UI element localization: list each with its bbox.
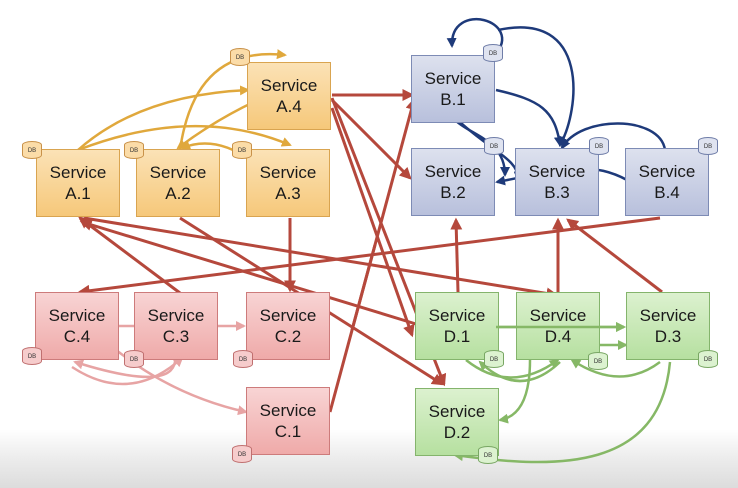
service-d4-title: Service — [529, 306, 587, 325]
service-c3-node[interactable]: Service C.3 — [134, 292, 218, 360]
service-c4-node[interactable]: Service C.4 — [35, 292, 119, 360]
service-a1-node[interactable]: Service A.1 — [36, 149, 120, 217]
service-c1-title: Service — [259, 401, 317, 420]
service-c2-node[interactable]: Service C.2 — [246, 292, 330, 360]
service-b1-db-icon: DB — [483, 44, 503, 62]
service-a3-id: A.3 — [275, 184, 301, 203]
arrow-a1-to-d4 — [83, 216, 559, 300]
arrow-d3-to-b3 — [566, 218, 663, 294]
service-c4-db-icon: DB — [22, 347, 42, 365]
service-a2-db-icon: DB — [124, 141, 144, 159]
arrow-b1-to-b3 — [495, 88, 564, 147]
arrow-b1-self — [446, 17, 504, 56]
service-b1-title: Service — [424, 69, 482, 88]
service-d2-title: Service — [428, 402, 486, 421]
arrow-a1-to-a3 — [77, 124, 292, 152]
service-d1-title: Service — [428, 306, 486, 325]
service-a3-db-icon: DB — [232, 141, 252, 159]
service-b1-node[interactable]: Service B.1 — [411, 55, 495, 123]
service-b4-db-icon: DB — [698, 137, 718, 155]
arrow-d3-to-d4 — [570, 358, 661, 378]
service-a1-id: A.1 — [65, 184, 91, 203]
service-c1-id: C.1 — [274, 422, 302, 441]
service-b2-db-icon: DB — [484, 137, 504, 155]
service-b2-id: B.2 — [440, 183, 466, 202]
arrow-b4-to-b3 — [560, 122, 667, 151]
arrow-b1-loop-b3 — [497, 26, 575, 147]
arrow-a4-to-d1 — [330, 107, 415, 338]
service-b2-title: Service — [424, 162, 482, 181]
service-d3-node[interactable]: Service D.3 — [626, 292, 710, 360]
service-a3-title: Service — [259, 163, 317, 182]
service-b2-node[interactable]: Service B.2 — [411, 148, 495, 216]
arrow-d1-to-d4 — [465, 358, 560, 379]
service-a2-node[interactable]: Service A.2 — [136, 149, 220, 217]
arrow-d4-to-d1 — [478, 360, 561, 383]
service-a3-node[interactable]: Service A.3 — [246, 149, 330, 217]
arrow-b4-to-c4 — [77, 216, 661, 297]
arrow-c4-to-c3 — [71, 356, 184, 386]
service-c2-id: C.2 — [274, 327, 302, 346]
service-c3-title: Service — [147, 306, 205, 325]
service-b3-id: B.3 — [544, 183, 570, 202]
service-b3-node[interactable]: Service B.3 — [515, 148, 599, 216]
service-c2-db-icon: DB — [233, 350, 253, 368]
service-c4-title: Service — [48, 306, 106, 325]
service-a4-id: A.4 — [276, 97, 302, 116]
service-a4-title: Service — [260, 76, 318, 95]
service-c4-id: C.4 — [63, 327, 91, 346]
service-c3-id: C.3 — [162, 327, 190, 346]
service-a4-node[interactable]: Service A.4 — [247, 62, 331, 130]
service-d1-id: D.1 — [443, 327, 471, 346]
service-c1-node[interactable]: Service C.1 — [246, 387, 330, 455]
service-b4-title: Service — [638, 162, 696, 181]
service-d4-id: D.4 — [544, 327, 572, 346]
service-d2-id: D.2 — [443, 423, 471, 442]
service-c2-title: Service — [259, 306, 317, 325]
service-d3-db-icon: DB — [698, 350, 718, 368]
service-b4-node[interactable]: Service B.4 — [625, 148, 709, 216]
service-d4-node[interactable]: Service D.4 — [516, 292, 600, 360]
service-d1-db-icon: DB — [484, 350, 504, 368]
service-d1-node[interactable]: Service D.1 — [415, 292, 499, 360]
service-d4-db-icon: DB — [588, 352, 608, 370]
service-a1-db-icon: DB — [22, 141, 42, 159]
service-a1-title: Service — [49, 163, 107, 182]
arrow-d4-to-d2 — [498, 359, 532, 424]
service-b1-id: B.1 — [440, 90, 466, 109]
service-a2-id: A.2 — [165, 184, 191, 203]
service-b3-db-icon: DB — [589, 137, 609, 155]
service-c1-db-icon: DB — [232, 445, 252, 463]
arrow-d1-to-b2 — [450, 217, 463, 293]
service-d2-node[interactable]: Service D.2 — [415, 388, 499, 456]
service-a2-title: Service — [149, 163, 207, 182]
service-b3-title: Service — [528, 162, 586, 181]
service-c3-db-icon: DB — [124, 350, 144, 368]
arrow-a1-to-a4 — [77, 85, 250, 151]
service-d3-title: Service — [639, 306, 697, 325]
service-b4-id: B.4 — [654, 183, 680, 202]
service-a4-db-icon: DB — [230, 48, 250, 66]
service-d2-db-icon: DB — [478, 446, 498, 464]
service-d3-id: D.3 — [654, 327, 682, 346]
